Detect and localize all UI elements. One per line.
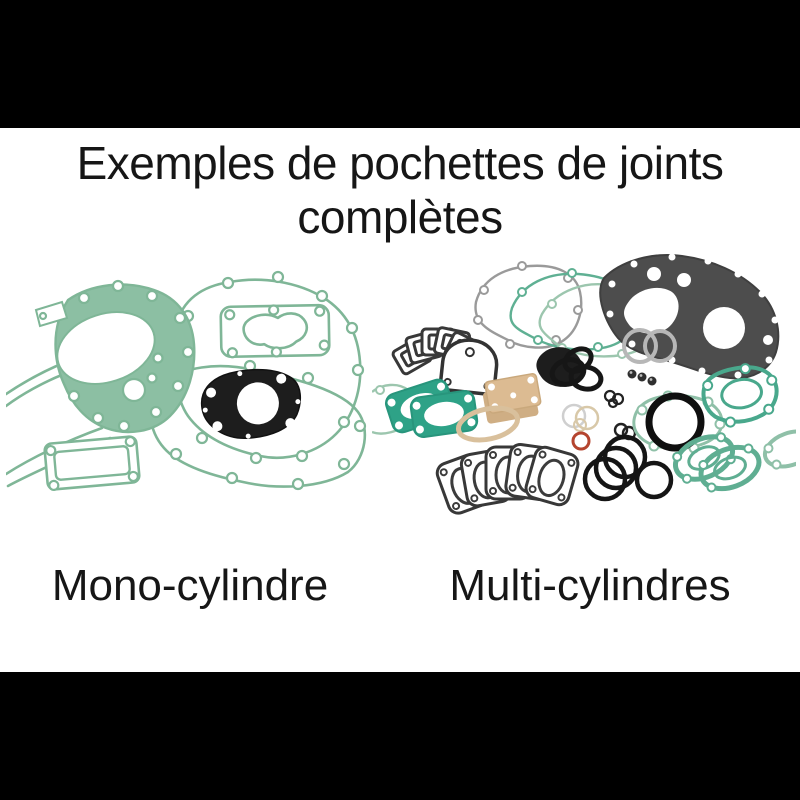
gray-cover-gasket-outline [473, 261, 583, 349]
caption-mono-cylindre: Mono-cylindre [51, 561, 329, 610]
sage-gasket-right-edge [762, 429, 796, 470]
tan-paper-gaskets [482, 373, 542, 424]
dark-gasket-fan-bottom [435, 442, 580, 515]
mono-cylinder-kit-photo [6, 270, 367, 492]
teal-gasket-upper-right [701, 363, 779, 428]
page-title: Exemples de pochettes de joints complète… [0, 136, 800, 244]
thin-light-rings [561, 403, 600, 432]
caption-multi-cylindres: Multi-cylindres [449, 561, 731, 610]
sage-gasket-with-large-o-ring [632, 390, 726, 454]
large-o-ring-stack [582, 434, 674, 502]
white-panel: Exemples de pochettes de joints complète… [0, 128, 800, 672]
magneto-cover-gasket [54, 279, 196, 434]
multi-cylinder-kit-photo [372, 253, 796, 515]
dark-cover-gasket [437, 338, 499, 397]
title-line-2: complètes [297, 191, 503, 243]
letterbox-bar-bottom [0, 672, 800, 800]
reed-valve-rectangular-gasket [43, 435, 141, 492]
letterbox-bar-top [0, 0, 800, 128]
green-head-gaskets-bottom-right [672, 432, 762, 493]
red-o-ring [571, 431, 591, 451]
beige-oval-gasket [455, 405, 521, 443]
rubber-grommets [627, 369, 657, 386]
title-line-1: Exemples de pochettes de joints [76, 137, 724, 189]
small-corner-gasket-piece [34, 300, 69, 328]
cylinder-base-gasket [219, 303, 331, 359]
tiny-black-o-rings [603, 389, 637, 441]
cylinder-head-gasket-black [200, 368, 302, 439]
black-rubber-gasket-cluster [536, 346, 604, 392]
charcoal-crankcase-gasket [599, 253, 780, 380]
silver-rings [622, 328, 677, 364]
teal-head-gaskets [384, 378, 479, 438]
